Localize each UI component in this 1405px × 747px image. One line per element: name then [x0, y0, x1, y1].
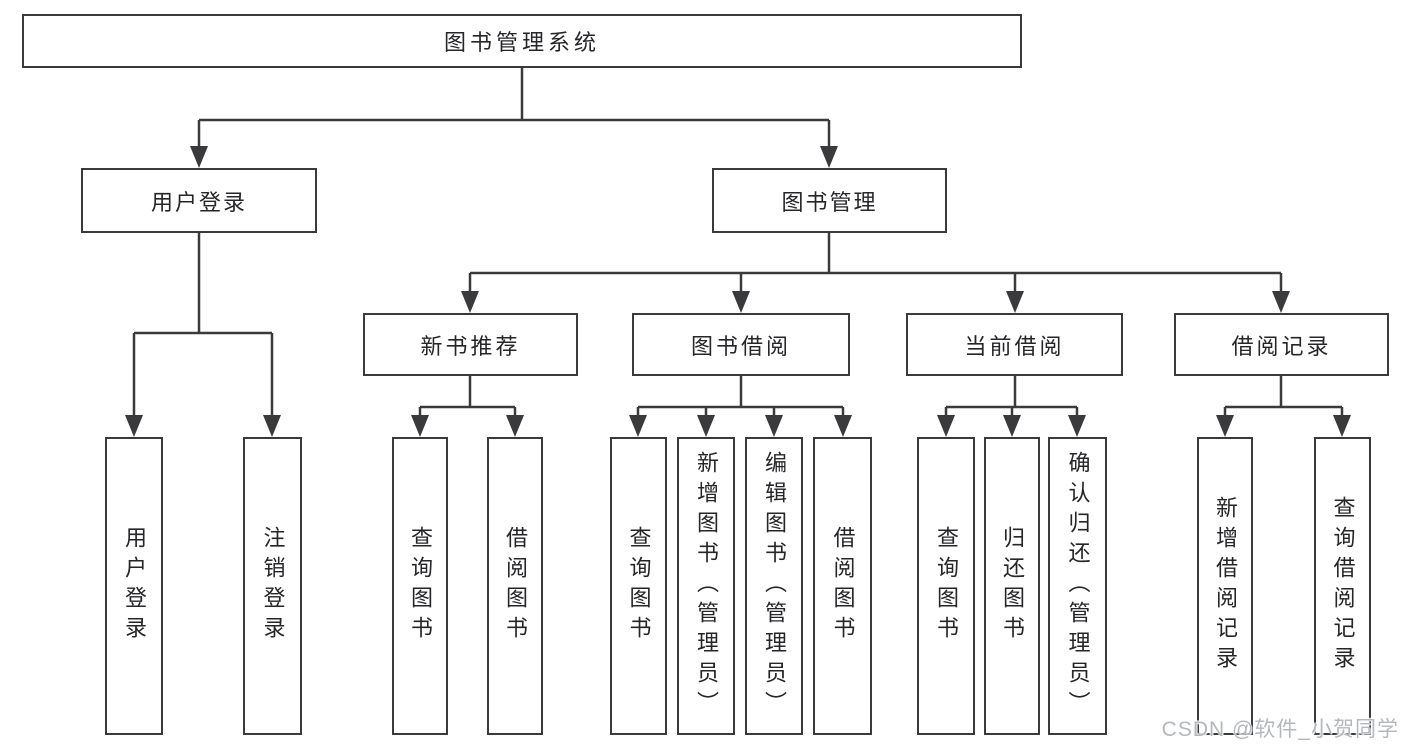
leaf-cb-return-books: 归还图书: [984, 437, 1040, 735]
leaf-label: 借阅图书: [830, 526, 856, 646]
leaf-label: 查询图书: [408, 526, 433, 646]
leaf-label: 查询图书: [626, 526, 652, 646]
arrow-down-icon: [834, 415, 852, 437]
leaf-cb-confirm-return-admin: 确认归还（管理员）: [1048, 437, 1107, 735]
leaf-logout: 注销登录: [243, 437, 302, 735]
node-root: 图书管理系统: [22, 14, 1022, 68]
arrow-down-icon: [1003, 415, 1021, 437]
arrow-down-icon: [411, 415, 429, 437]
arrow-down-icon: [765, 415, 783, 437]
arrow-down-icon: [1272, 291, 1290, 313]
leaf-label: 归还图书: [1000, 526, 1025, 646]
node-user-login: 用户登录: [81, 168, 317, 233]
arrow-down-icon: [125, 415, 143, 437]
leaf-label: 确认归还（管理员）: [1065, 451, 1091, 721]
arrow-down-icon: [461, 291, 479, 313]
arrow-down-icon: [1333, 415, 1351, 437]
arrow-down-icon: [732, 291, 750, 313]
leaf-br-add-record: 新增借阅记录: [1197, 437, 1253, 735]
arrow-down-icon: [263, 415, 281, 437]
arrow-down-icon: [1068, 415, 1086, 437]
arrow-down-icon: [506, 415, 524, 437]
node-new-book-recommend: 新书推荐: [363, 313, 578, 376]
leaf-label: 查询借阅记录: [1330, 496, 1356, 676]
leaf-label: 用户登录: [122, 526, 147, 646]
node-borrow-records: 借阅记录: [1174, 313, 1389, 376]
leaf-label: 新增图书（管理员）: [694, 451, 719, 721]
leaf-cb-query-books: 查询图书: [917, 437, 975, 735]
leaf-bb-query-books: 查询图书: [610, 437, 667, 735]
arrow-down-icon: [1006, 291, 1024, 313]
arrowheads-down: [125, 146, 1351, 437]
watermark: CSDN @软件_小贺同学: [1161, 718, 1399, 741]
leaf-label: 查询图书: [934, 526, 959, 646]
arrow-down-icon: [937, 415, 955, 437]
leaf-nb-borrow-books: 借阅图书: [487, 437, 543, 735]
leaf-bb-add-books-admin: 新增图书（管理员）: [677, 437, 735, 735]
arrow-down-icon: [629, 415, 647, 437]
leaf-bb-edit-books-admin: 编辑图书（管理员）: [745, 437, 803, 735]
leaf-nb-query-books: 查询图书: [392, 437, 448, 735]
node-book-management: 图书管理: [712, 168, 947, 233]
arrow-down-icon: [190, 146, 208, 168]
leaf-label: 新增借阅记录: [1213, 496, 1238, 676]
node-current-borrow: 当前借阅: [906, 313, 1123, 376]
leaf-bb-borrow-books: 借阅图书: [813, 437, 872, 735]
leaf-user-login: 用户登录: [105, 437, 163, 735]
arrow-down-icon: [1216, 415, 1234, 437]
arrow-down-icon: [820, 146, 838, 168]
leaf-br-query-record: 查询借阅记录: [1314, 437, 1371, 735]
leaf-label: 编辑图书（管理员）: [762, 451, 787, 721]
connector-paths: [132, 68, 1344, 417]
leaf-label: 借阅图书: [503, 526, 528, 646]
node-book-borrow: 图书借阅: [632, 313, 850, 376]
leaf-label: 注销登录: [260, 526, 286, 646]
arrow-down-icon: [697, 415, 715, 437]
